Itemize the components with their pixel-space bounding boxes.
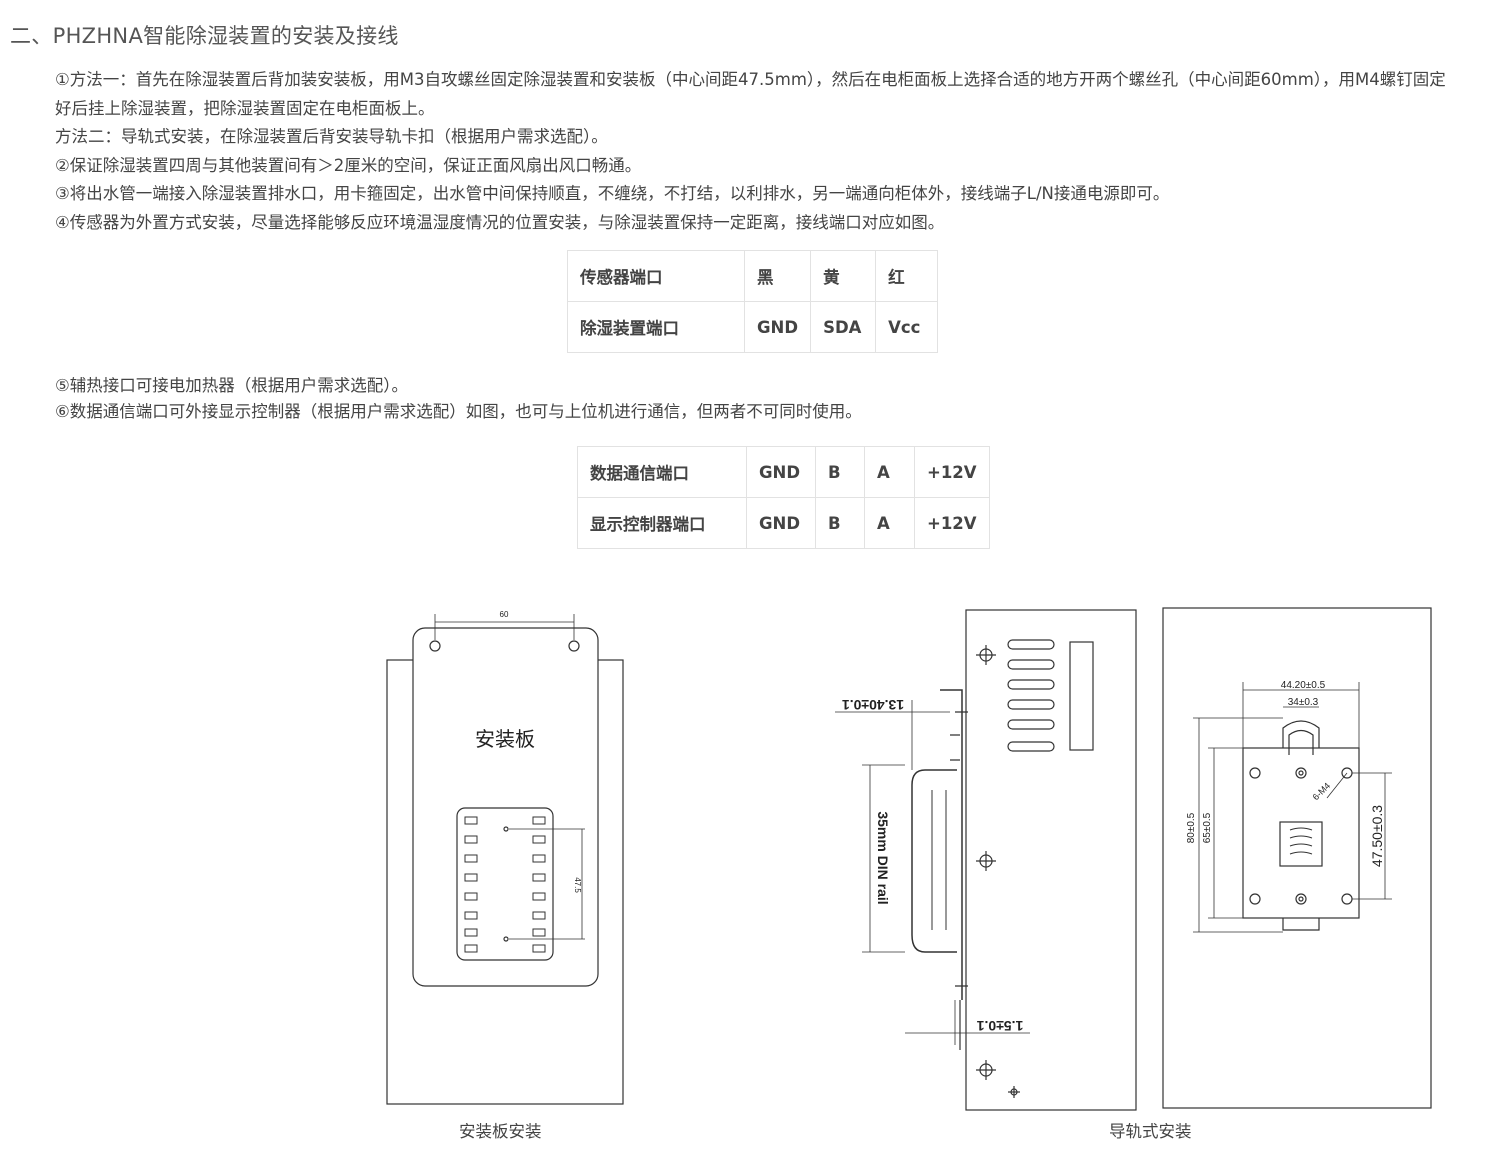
din-rail-label: 35mm DIN rail: [875, 811, 891, 904]
dim-47-5-label: 47.5: [573, 877, 582, 893]
table-cell: +12V: [914, 497, 990, 549]
method-two-text: 方法二：导轨式安装，在除湿装置后背安装导轨卡扣（根据用户需求选配）。: [55, 127, 608, 146]
drain-pipe-text: ③将出水管一端接入除湿装置排水口，用卡箍固定，出水管中间保持顺直，不缠绕，不打结…: [55, 184, 1170, 203]
dim-60-label: 60: [500, 610, 509, 619]
dim-80-label: 80±0.5: [1186, 812, 1197, 843]
table-row: 除湿装置端口 GND SDA Vcc: [567, 301, 939, 353]
table-cell: 黑: [743, 250, 812, 302]
aux-heat-text: ⑤辅热接口可接电加热器（根据用户需求选配）。: [55, 376, 409, 395]
table-row: 显示控制器端口 GND B A +12V: [577, 497, 990, 549]
instructions-block-2: ⑤辅热接口可接电加热器（根据用户需求选配）。 ⑥数据通信端口可外接显示控制器（根…: [55, 372, 1451, 426]
dim-6-m4-label: 6-M4: [1311, 781, 1333, 803]
rail-clip-plate: [1242, 747, 1360, 919]
table-cell: A: [864, 497, 915, 549]
table-cell: 数据通信端口: [577, 446, 747, 498]
clearance-text: ②保证除湿装置四周与其他装置间有＞2厘米的空间，保证正面风扇出风口畅通。: [55, 155, 642, 175]
table-cell: GND: [743, 301, 812, 353]
dim-47-50-label: 47.50±0.3: [1369, 805, 1385, 867]
table-cell: 黄: [810, 250, 877, 302]
din-rail-side-view: [835, 609, 1137, 1111]
device-side-outline: [965, 609, 1137, 1111]
table-cell: A: [864, 446, 915, 498]
table-cell: B: [815, 497, 865, 549]
instructions-block-1: ①方法一：首先在除湿装置后背加装安装板，用M3自攻螺丝固定除湿装置和安装板（中心…: [55, 66, 1451, 237]
dim-65-label: 65±0.5: [1202, 812, 1213, 843]
device-outline: [456, 807, 554, 961]
table-cell: Vcc: [875, 301, 939, 353]
section-title: 二、PHZHNA智能除湿装置的安装及接线: [10, 24, 399, 48]
plate-mount-caption: 安装板安装: [459, 1122, 542, 1141]
device-vents: [464, 816, 546, 953]
crosshair-marks: [976, 645, 1020, 1098]
rail-latch: [1279, 821, 1323, 867]
dim-13-40-label: 13.40±0.1: [842, 697, 904, 713]
table-cell: GND: [746, 497, 816, 549]
data-port-table: 数据通信端口 GND B A +12V 显示控制器端口 GND B A +12V: [577, 446, 990, 549]
table-row: 数据通信端口 GND B A +12V: [577, 446, 990, 498]
screw-hole-right: [568, 640, 580, 652]
screw-hole-left: [429, 640, 441, 652]
device-back-outline: [1162, 607, 1432, 1109]
table-cell: 除湿装置端口: [567, 301, 745, 353]
mounting-plate-outline: [412, 627, 599, 987]
dim-1-5-label: 1.5±0.1: [976, 1018, 1023, 1034]
din-rail-back-view: [1162, 607, 1432, 1109]
mounting-plate-drawing: [386, 614, 624, 1105]
dim-44-20-label: 44.20±0.5: [1281, 680, 1326, 691]
table-cell: +12V: [914, 446, 990, 498]
sensor-text: ④传感器为外置方式安装，尽量选择能够反应环境温湿度情况的位置安装，与除湿装置保持…: [55, 212, 945, 232]
mounting-plate-label: 安装板: [475, 727, 535, 751]
side-window: [1069, 641, 1094, 751]
dim-34-label: 34±0.3: [1288, 697, 1319, 708]
sensor-port-table: 传感器端口 黑 黄 红 除湿装置端口 GND SDA Vcc: [567, 250, 939, 353]
table-cell: 红: [875, 250, 939, 302]
method-one-text: ①方法一：首先在除湿装置后背加装安装板，用M3自攻螺丝固定除湿装置和安装板（中心…: [55, 70, 1446, 118]
data-port-text: ⑥数据通信端口可外接显示控制器（根据用户需求选配）如图，也可与上位机进行通信，但…: [55, 401, 862, 421]
din-rail-caption: 导轨式安装: [1109, 1122, 1192, 1141]
